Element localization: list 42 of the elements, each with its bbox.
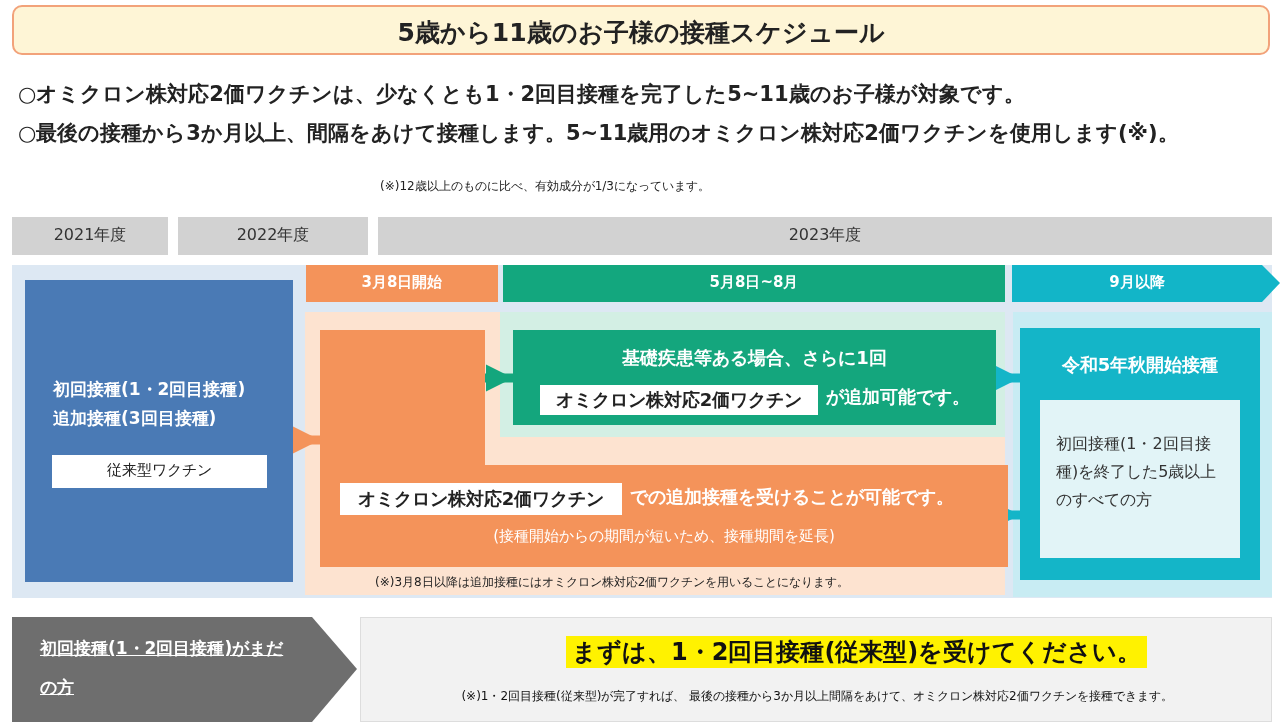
notice-note: (※)1・2回目接種(従来型)が完了すれば、 最後の接種から3か月以上間隔をあけて、オミクロン株対応2価ワクチンを接種できます。 [460,688,1174,705]
arrow [993,364,1020,392]
note-text: (※)3月8日以降は追加接種にはオミクロン株対応2価ワクチンを用いることになります。 [375,574,850,591]
chevron-panel [12,617,357,722]
year-band [378,217,1272,255]
arrow [293,426,320,454]
period-band [306,265,498,302]
year-label: 2021年度 [52,225,128,246]
vaccine-tag [340,483,622,515]
autumn-box [1020,328,1260,580]
box-heading: 初回接種(1・2回目接種)追加接種(3回目接種) [53,378,247,430]
eligibility-box [1040,400,1240,558]
box-text: が追加可能です。 [826,385,971,409]
year-band [12,217,168,255]
arrow [485,364,513,392]
notice-heading: まずは、1・2回目接種(従来型)を受けてください。 [566,636,1148,668]
title: 5歳から11歳のお子様の接種スケジュール [396,17,886,49]
period-label: 3月8日開始 [360,273,444,292]
tag-text: オミクロン株対応2価ワクチン [356,487,606,511]
chevron-text: 初回接種(1・2回目接種)がまだの方 [40,637,285,700]
tag-text: 従来型ワクチン [106,461,213,480]
box-text: 初回接種(1・2回目接種)を終了した5歳以上のすべての方 [1056,433,1218,511]
period-band [503,265,1005,302]
period-band [1012,265,1280,302]
vaccine-tag [52,455,267,488]
period-label: 5月8日~8月 [708,273,800,292]
year-label: 2022年度 [235,225,311,246]
panel-note: (接種開始からの期間が短いため、接種期間を延長) [492,527,836,546]
notice-panel [360,617,1272,722]
year-label: 2023年度 [787,225,863,246]
box-heading: 令和5年秋開始接種 [1060,353,1220,377]
panel-text: での追加接種を受けることが可能です。 [630,485,955,509]
note-text: ○最後の接種から3か月以上、間隔をあけて接種します。5~11歳用のオミクロン株対応2価ワクチンを使用します(※)。 [18,120,1180,147]
period-label: 9月以降 [1108,273,1166,292]
vaccination-box [25,280,293,582]
note-text: (※)12歳以上のものに比べ、有効成分が1/3になっています。 [380,178,710,195]
year-band [178,217,368,255]
box-heading: 基礎疾患等ある場合、さらに1回 [621,346,888,370]
vaccine-tag [540,385,818,415]
note-text: ○オミクロン株対応2価ワクチンは、少なくとも1・2回目接種を完了した5~11歳のお子様が対象です。 [18,81,1025,108]
tag-text: オミクロン株対応2価ワクチン [554,388,804,412]
booster-box [513,330,996,425]
